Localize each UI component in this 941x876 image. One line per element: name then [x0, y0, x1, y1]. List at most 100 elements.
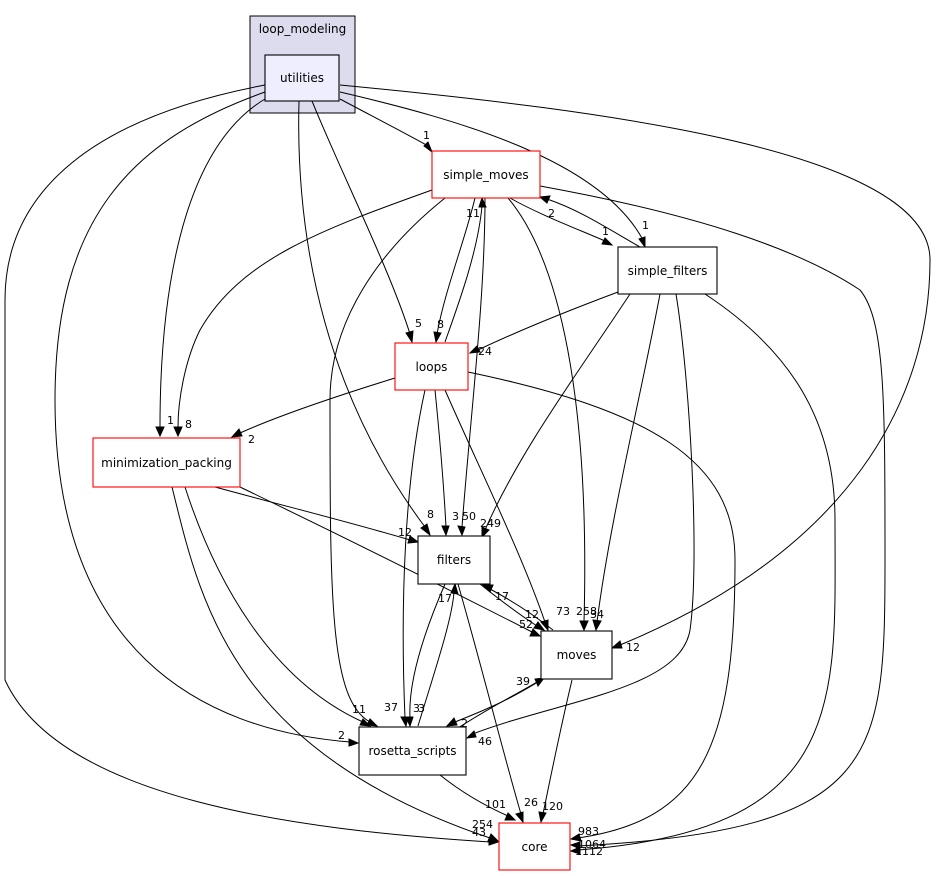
edge-line — [339, 91, 644, 241]
node-box — [498, 822, 571, 871]
edge-label: 5 — [415, 317, 422, 330]
edge-line — [507, 197, 586, 623]
edge-label: 3 — [413, 702, 420, 715]
edge-line — [477, 291, 619, 351]
nodes: utilities simple_moves simple_filters lo… — [92, 54, 718, 871]
node-label: minimization_packing — [101, 456, 232, 470]
node-rosetta-scripts[interactable]: rosetta_scripts — [358, 726, 467, 776]
edge-loops-rosetta_scripts[interactable]: 3 — [400, 389, 426, 728]
edge-label: 17 — [438, 592, 452, 605]
edge-line — [339, 84, 931, 646]
edge-label: 1 — [642, 219, 649, 232]
edge-rosetta_scripts-moves[interactable]: 39 — [454, 675, 546, 731]
node-loops[interactable]: loops — [394, 342, 469, 391]
edge-line — [489, 588, 554, 631]
edge-utilities-simple_moves[interactable]: 1 — [339, 98, 434, 154]
edge-filters-moves[interactable]: 12 — [479, 583, 546, 631]
edge-minimization_packing-moves[interactable]: 52 — [239, 486, 542, 637]
node-box — [358, 726, 467, 776]
node-moves[interactable]: moves — [540, 630, 613, 680]
edge-loops-simple_moves[interactable]: 11 — [444, 196, 487, 343]
edge-line — [444, 389, 546, 623]
edge-label: 2 — [248, 433, 255, 446]
node-simple-moves[interactable]: simple_moves — [431, 150, 541, 199]
node-filters[interactable]: filters — [417, 535, 491, 585]
edge-moves-core[interactable]: 120 — [538, 679, 573, 824]
cluster-label: loop_modeling — [259, 22, 347, 36]
edge-utilities-moves[interactable]: 12 — [339, 84, 931, 654]
edge-simple_filters-filters[interactable]: 249 — [480, 293, 631, 539]
edge-utilities-minimization_packing[interactable]: 1 — [155, 98, 266, 438]
edge-line — [577, 293, 836, 851]
node-box — [540, 630, 613, 680]
edge-line — [461, 197, 486, 528]
edge-simple_filters-loops[interactable]: 24 — [468, 291, 619, 358]
node-label: simple_filters — [628, 264, 708, 278]
edge-label: 101 — [485, 798, 506, 811]
edge-label: 26 — [524, 796, 538, 809]
node-label: filters — [437, 553, 471, 567]
node-utilities[interactable]: utilities — [264, 54, 340, 102]
edge-filters-rosetta_scripts[interactable]: 3 — [405, 583, 446, 728]
edge-simple_moves-minimization_packing[interactable]: 8 — [173, 189, 433, 438]
node-box — [417, 535, 491, 585]
node-box — [431, 150, 541, 199]
edge-utilities-simple_filters[interactable]: 1 — [339, 91, 649, 249]
edge-simple_filters-moves[interactable]: 34 — [590, 293, 661, 632]
edge-simple_moves-filters[interactable]: 50 — [457, 197, 486, 537]
edge-label: 24 — [478, 345, 492, 358]
edge-moves-filters[interactable]: 17 — [481, 584, 554, 631]
edge-label: 12 — [398, 526, 412, 539]
edge-label: 1 — [423, 129, 430, 142]
edge-utilities-filters[interactable]: 8 — [298, 100, 434, 537]
node-core[interactable]: core — [498, 822, 571, 871]
edge-label: 258 — [576, 605, 597, 618]
edge-line — [434, 389, 447, 528]
edge-minimization_packing-filters[interactable]: 12 — [214, 486, 420, 544]
edge-minimization_packing-rosetta_scripts[interactable]: 11 — [184, 486, 372, 727]
node-simple-filters[interactable]: simple_filters — [617, 246, 718, 295]
edge-utilities-loops[interactable]: 5 — [311, 100, 422, 344]
node-label: utilities — [280, 71, 324, 85]
edge-line — [159, 98, 266, 428]
edge-line — [339, 98, 431, 148]
edge-loops-minimization_packing[interactable]: 2 — [230, 377, 396, 446]
edge-simple_filters-rosetta_scripts[interactable]: 46 — [465, 293, 695, 748]
edge-line — [184, 486, 364, 723]
node-box — [617, 246, 718, 295]
edge-simple_moves-rosetta_scripts[interactable]: 37 — [329, 197, 446, 727]
edge-line — [298, 100, 426, 528]
edge-utilities-rosetta_scripts[interactable]: 2 — [54, 91, 360, 747]
edge-label: 39 — [516, 675, 530, 688]
edge-line — [4, 84, 491, 843]
edge-label: 17 — [495, 590, 509, 603]
node-label: moves — [557, 648, 597, 662]
edge-loops-filters[interactable]: 3 — [434, 389, 459, 537]
edge-simple_filters-core[interactable]: 1112 — [569, 293, 836, 858]
edge-label: 73 — [556, 605, 570, 618]
edge-simple_moves-simple_filters[interactable]: 1 — [509, 197, 614, 246]
edge-label: 2 — [548, 207, 555, 220]
node-minimization-packing[interactable]: minimization_packing — [92, 437, 241, 488]
edge-line — [239, 377, 396, 434]
edge-loops-core[interactable]: 983 — [467, 371, 736, 842]
edge-rosetta_scripts-filters[interactable]: 17 — [417, 582, 459, 727]
edge-label: 3 — [418, 702, 425, 715]
edge-simple_moves-moves[interactable]: 258 — [507, 197, 597, 632]
edge-simple_filters-simple_moves[interactable]: 2 — [538, 195, 641, 248]
node-label: core — [522, 840, 548, 854]
edge-simple_moves-loops[interactable]: 8 — [433, 197, 476, 344]
edge-line — [409, 583, 446, 719]
edge-rosetta_scripts-core[interactable]: 101 — [439, 774, 517, 821]
edge-line — [444, 205, 483, 343]
edge-line — [542, 679, 573, 815]
edge-line — [454, 681, 538, 731]
edge-line — [469, 293, 695, 736]
edge-line — [436, 197, 476, 335]
edge-label: 8 — [185, 418, 192, 431]
edge-line — [177, 189, 433, 428]
edge-label: 983 — [578, 825, 599, 838]
edge-line — [311, 100, 411, 335]
edge-minimization_packing-core[interactable]: 254 — [171, 486, 500, 842]
edge-label: 11 — [352, 703, 366, 716]
